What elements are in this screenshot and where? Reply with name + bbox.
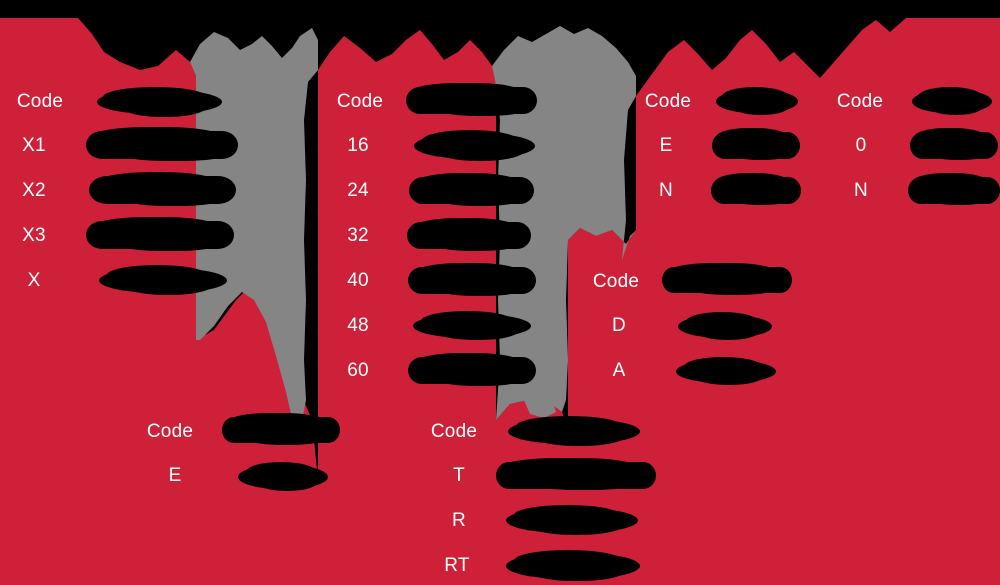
table-row: A — [578, 357, 818, 403]
table-trrt-codes: Code T R RT — [420, 416, 720, 585]
redacted-row-value — [908, 173, 1000, 205]
table-row: 32 — [320, 218, 560, 268]
redacted-row-value — [413, 311, 531, 340]
table-row: N — [826, 173, 1000, 223]
row-code: 32 — [347, 225, 369, 246]
column-header-code: Code — [836, 91, 884, 112]
table-header-row: Code — [826, 87, 1000, 133]
row-code: E — [168, 465, 182, 486]
table-numeric-codes: Code 16 24 32 — [320, 83, 560, 403]
table-row: 60 — [320, 353, 560, 403]
redacted-row-value — [712, 128, 800, 160]
table-row: X2 — [0, 172, 260, 223]
redacted-row-value — [414, 130, 535, 161]
row-code: 16 — [347, 135, 369, 156]
column-header-code: Code — [644, 91, 692, 112]
redacted-row-value — [496, 458, 656, 490]
row-code: 60 — [347, 360, 369, 381]
row-code: 24 — [347, 180, 369, 201]
row-code: X — [27, 270, 41, 291]
redacted-row-value — [407, 218, 531, 251]
redacted-row-value — [99, 265, 227, 295]
row-code: R — [452, 510, 466, 531]
row-code: N — [659, 180, 673, 201]
redacted-row-value — [408, 353, 536, 386]
table-row: 0 — [826, 128, 1000, 178]
redacted-row-value — [910, 128, 998, 160]
table-header-row: Code — [578, 263, 818, 313]
row-code: X1 — [22, 135, 46, 156]
table-row: R — [420, 505, 720, 553]
redacted-header-value — [716, 87, 798, 115]
redacted-row-value — [506, 550, 640, 581]
table-row: RT — [420, 550, 720, 585]
redacted-row-value — [238, 462, 328, 491]
row-code: RT — [444, 555, 470, 576]
redacted-header-value — [662, 263, 792, 295]
table-row: N — [630, 173, 820, 223]
row-code: N — [854, 180, 868, 201]
redacted-header-value — [406, 83, 537, 116]
column-header-code: Code — [16, 91, 64, 112]
redacted-header-value — [97, 87, 222, 117]
table-row: 16 — [320, 130, 560, 178]
column-header-code: Code — [146, 421, 194, 442]
column-header-code: Code — [336, 91, 384, 112]
redacted-row-value — [89, 172, 236, 206]
table-header-row: Code — [0, 87, 260, 133]
row-code: A — [612, 360, 626, 381]
table-header-row: Code — [320, 83, 560, 133]
row-code: X2 — [22, 180, 46, 201]
redacted-row-value — [676, 357, 776, 385]
table-en-codes: Code E N — [630, 87, 820, 223]
table-row: E — [630, 128, 820, 178]
row-code: X3 — [22, 225, 46, 246]
redacted-header-value — [912, 87, 992, 115]
table-row: X1 — [0, 127, 260, 178]
column-header-code: Code — [430, 421, 478, 442]
row-code: D — [612, 315, 626, 336]
column-header-code: Code — [592, 271, 640, 292]
redacted-header-value — [508, 416, 640, 446]
table-row: E — [134, 462, 364, 508]
row-code: T — [453, 465, 465, 486]
table-0n-codes: Code 0 N — [826, 87, 1000, 223]
table-header-row: Code — [420, 416, 720, 463]
redacted-row-value — [86, 217, 234, 251]
table-da-codes: Code D A — [578, 263, 818, 403]
redacted-row-value — [506, 505, 638, 535]
redacted-row-value — [711, 173, 801, 205]
redacted-row-value — [409, 173, 534, 206]
table-e-code: Code E — [134, 413, 364, 508]
table-header-row: Code — [630, 87, 820, 133]
row-code: 40 — [347, 270, 369, 291]
table-row: T — [420, 458, 720, 508]
table-row: D — [578, 312, 818, 358]
row-code: E — [659, 135, 673, 156]
table-row: 48 — [320, 311, 560, 358]
redacted-row-value — [408, 263, 536, 296]
table-x-codes: Code X1 X2 X3 — [0, 87, 260, 313]
redacted-row-value — [678, 312, 772, 340]
row-code: 0 — [855, 135, 867, 156]
table-row: 40 — [320, 263, 560, 313]
redacted-row-value — [86, 127, 238, 161]
row-code: 48 — [347, 315, 369, 336]
table-header-row: Code — [134, 413, 364, 463]
table-row: X — [0, 265, 260, 313]
table-row: X3 — [0, 217, 260, 268]
redacted-header-value — [222, 413, 340, 445]
table-row: 24 — [320, 173, 560, 223]
